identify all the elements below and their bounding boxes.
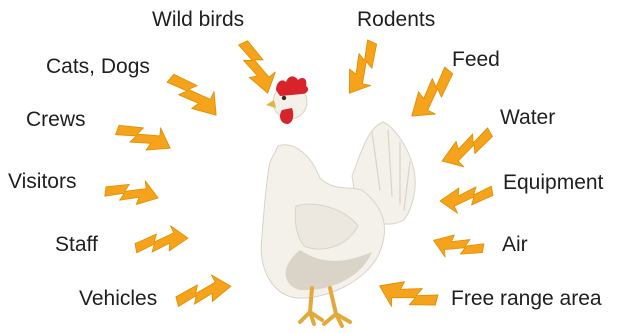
arrow-air-icon [431,231,485,263]
arrow-staff-icon [133,223,190,257]
arrow-rodents-icon [340,38,387,100]
arrow-visitors-icon [104,176,160,208]
arrow-feed-icon [404,64,463,127]
arrow-water-icon [437,124,498,175]
arrow-vehicles-icon [173,271,234,311]
arrow-crews-icon [114,114,176,158]
arrow-cats-dogs-icon [164,65,227,124]
arrow-free-range-area-icon [375,276,439,318]
arrow-wild-birds-icon [235,36,282,98]
arrow-equipment-icon [438,182,495,216]
